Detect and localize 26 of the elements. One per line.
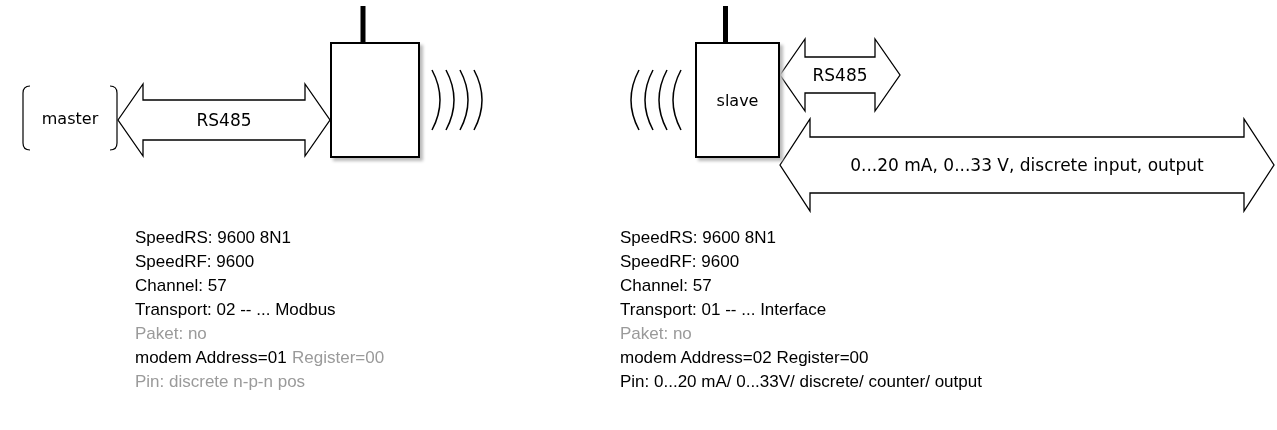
bracketed-label [22,85,118,151]
parameter-text: Channel: 57 [620,276,712,296]
parameter-text: modem Address=01 [135,348,287,368]
edge-label: RS485 [196,110,252,130]
parameter-text: Register=00 [292,348,385,368]
parameter-text: SpeedRF: 9600 [620,252,740,272]
modem-box [695,42,780,158]
parameter-text: Paket: no [620,324,692,344]
parameter-text: SpeedRF: 9600 [135,252,255,272]
node-label: master [41,108,99,128]
edge-label: 0...20 mA, 0...33 V, discrete input, output [850,155,1204,175]
parameter-text: Channel: 57 [135,276,227,296]
parameter-text: Transport: 02 -- ... Modbus [135,300,336,320]
node-label: slave [716,90,759,110]
parameter-text: Pin: discrete n-p-n pos [135,372,306,392]
double-arrow [117,81,331,159]
double-arrow [779,116,1275,214]
modem-box [330,42,420,158]
parameter-text: SpeedRS: 9600 8N1 [135,228,291,248]
double-arrow [779,36,901,114]
parameter-text: Paket: no [135,324,207,344]
parameter-text: SpeedRS: 9600 8N1 [620,228,776,248]
parameter-text: modem Address=02 Register=00 [620,348,869,368]
parameter-text: Pin: 0...20 mA/ 0...33V/ discrete/ counter/ output [620,372,982,392]
edge-label: RS485 [812,65,868,85]
parameter-text: Transport: 01 -- ... Interface [620,300,827,320]
